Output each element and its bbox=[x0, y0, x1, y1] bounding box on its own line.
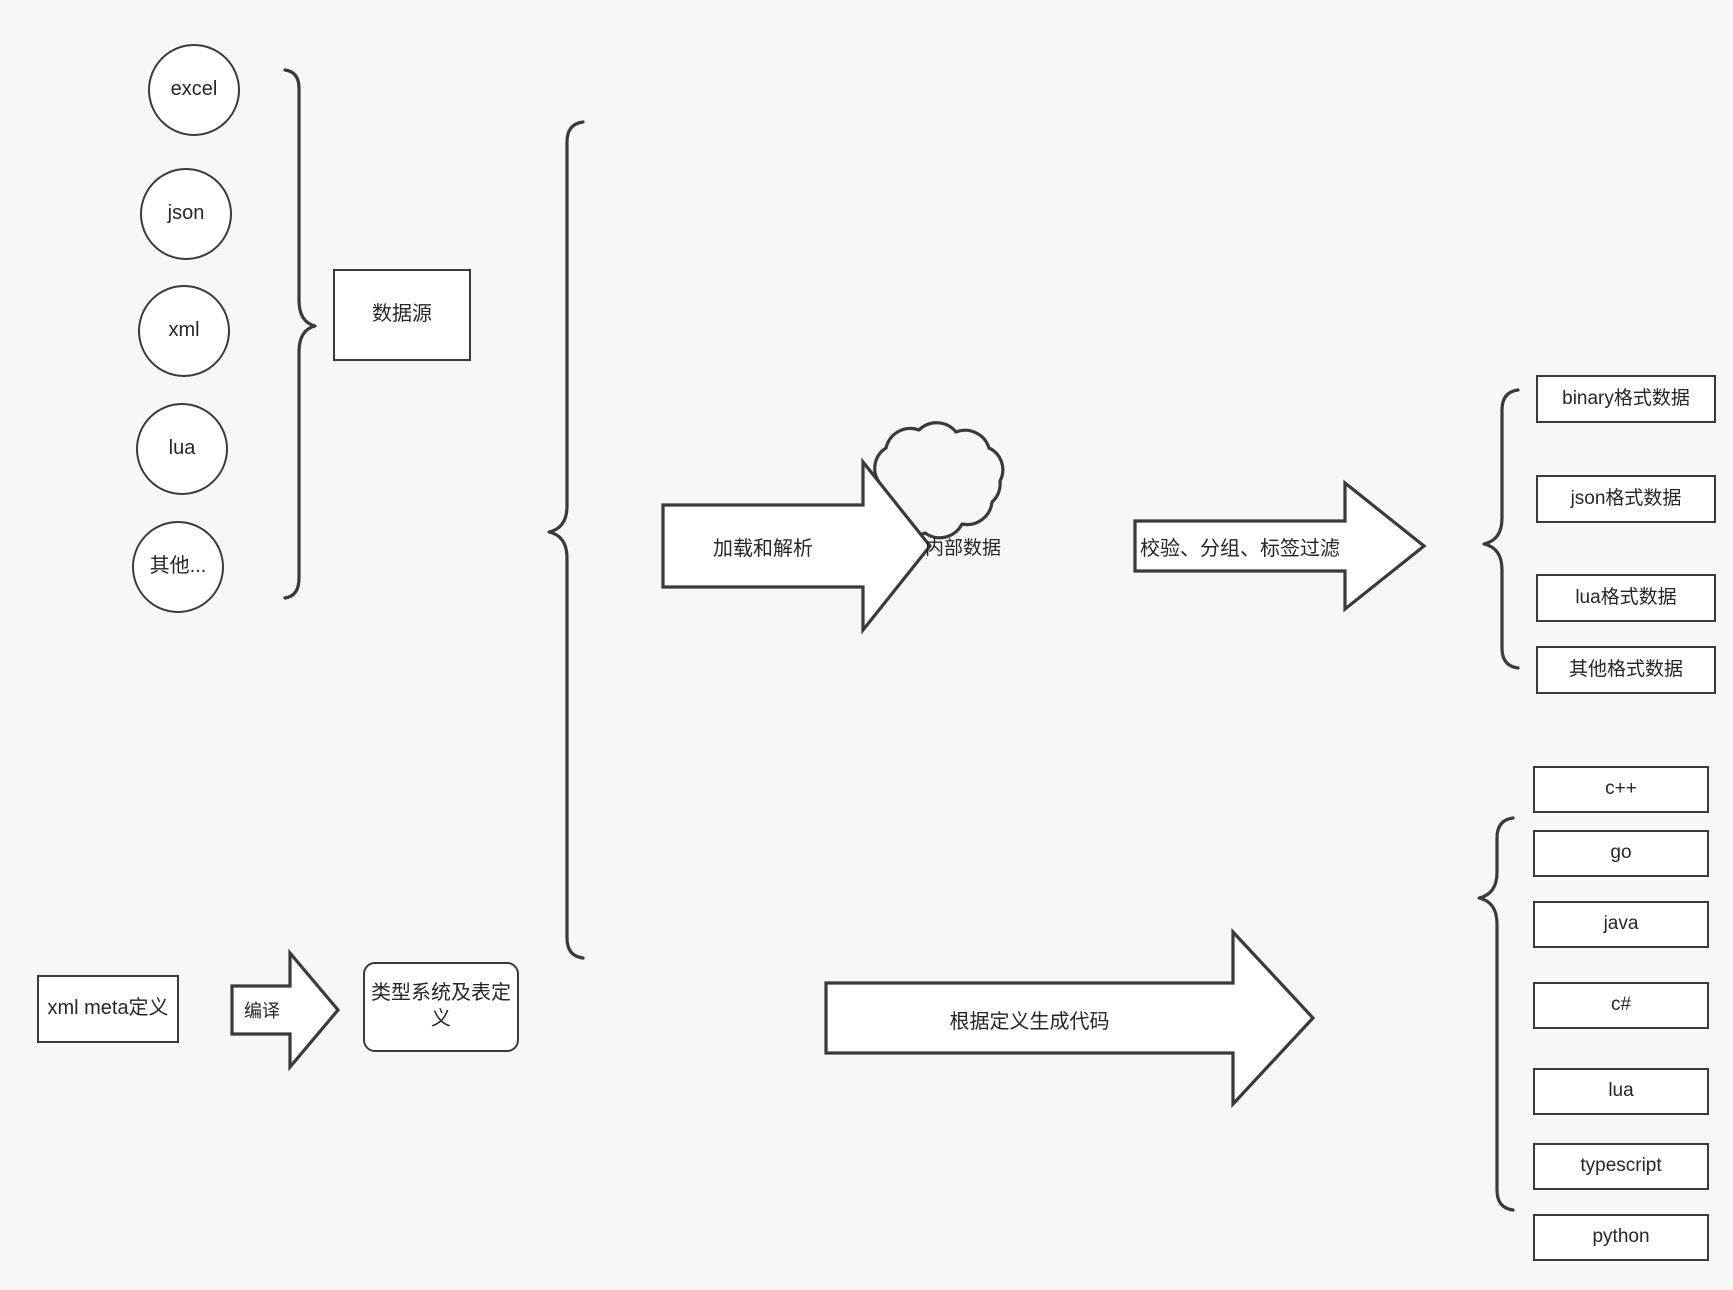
codegen-language-label: c# bbox=[1610, 994, 1632, 1016]
type-system-label: 类型系统及表定义 bbox=[371, 982, 511, 1030]
output-format-label: json格式数据 bbox=[1570, 487, 1682, 509]
data-source-circle-lua[interactable]: lua bbox=[136, 403, 228, 495]
data-source-group-box[interactable]: 数据源 bbox=[333, 269, 471, 361]
data-source-circle-excel[interactable]: excel bbox=[148, 44, 240, 136]
data-source-label: excel bbox=[170, 78, 218, 101]
codegen-language-box-cpp[interactable]: c++ bbox=[1533, 766, 1709, 813]
codegen-brace bbox=[1477, 816, 1515, 1212]
data-source-label: json bbox=[167, 202, 205, 225]
data-source-circle-json[interactable]: json bbox=[140, 168, 232, 260]
codegen-language-label: c++ bbox=[1605, 778, 1637, 800]
codegen-language-box-java[interactable]: java bbox=[1533, 901, 1709, 948]
compile-arrow-label-wrap: 编译 bbox=[232, 988, 292, 1032]
xml-meta-definition-box[interactable]: xml meta定义 bbox=[37, 975, 179, 1043]
load-parse-arrow-label: 加载和解析 bbox=[713, 537, 813, 560]
validate-filter-arrow-label-wrap: 校验、分组、标签过滤 bbox=[1135, 522, 1345, 570]
compile-arrow-label: 编译 bbox=[244, 1001, 280, 1021]
load-parse-arrow-label-wrap: 加载和解析 bbox=[663, 520, 863, 572]
internal-data-cloud-shape bbox=[873, 421, 1005, 540]
xml-meta-definition-label: xml meta定义 bbox=[47, 997, 169, 1020]
output-format-box-lua[interactable]: lua格式数据 bbox=[1536, 574, 1716, 622]
data-source-label: xml bbox=[168, 319, 200, 342]
output-format-label: binary格式数据 bbox=[1562, 387, 1690, 409]
output-format-label: 其他格式数据 bbox=[1568, 658, 1683, 680]
codegen-language-label: java bbox=[1603, 913, 1639, 935]
codegen-language-label: lua bbox=[1608, 1080, 1634, 1102]
codegen-language-box-python[interactable]: python bbox=[1533, 1214, 1709, 1261]
codegen-language-label: python bbox=[1592, 1226, 1650, 1248]
output-format-brace bbox=[1482, 388, 1520, 670]
pipeline-input-brace bbox=[547, 120, 585, 960]
data-source-label: lua bbox=[168, 437, 196, 460]
type-system-box[interactable]: 类型系统及表定义 bbox=[363, 962, 519, 1052]
codegen-language-box-lua[interactable]: lua bbox=[1533, 1068, 1709, 1115]
output-format-box-other[interactable]: 其他格式数据 bbox=[1536, 646, 1716, 694]
codegen-language-box-typescript[interactable]: typescript bbox=[1533, 1143, 1709, 1190]
output-format-box-binary[interactable]: binary格式数据 bbox=[1536, 375, 1716, 423]
codegen-arrow-label-wrap: 根据定义生成代码 bbox=[826, 996, 1233, 1042]
data-source-brace bbox=[283, 68, 317, 600]
validate-filter-arrow-label: 校验、分组、标签过滤 bbox=[1140, 537, 1340, 560]
data-source-label: 其他... bbox=[149, 555, 207, 578]
internal-data-cloud-label-wrap: 内部数据 bbox=[908, 523, 1018, 569]
output-format-box-json[interactable]: json格式数据 bbox=[1536, 475, 1716, 523]
codegen-arrow-label: 根据定义生成代码 bbox=[949, 1010, 1110, 1033]
internal-data-cloud-label: 内部数据 bbox=[924, 537, 1001, 559]
codegen-language-box-go[interactable]: go bbox=[1533, 830, 1709, 877]
codegen-language-box-csharp[interactable]: c# bbox=[1533, 982, 1709, 1029]
data-source-circle-other[interactable]: 其他... bbox=[132, 521, 224, 613]
codegen-language-label: go bbox=[1610, 842, 1632, 864]
data-source-circle-xml[interactable]: xml bbox=[138, 285, 230, 377]
codegen-language-label: typescript bbox=[1580, 1155, 1662, 1177]
output-format-label: lua格式数据 bbox=[1575, 586, 1677, 608]
data-source-group-label: 数据源 bbox=[372, 303, 432, 326]
